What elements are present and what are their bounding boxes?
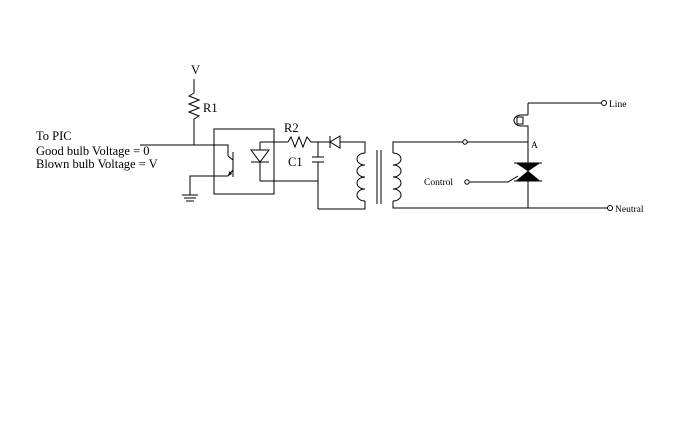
secondary-return-wire — [318, 201, 366, 210]
resistor-r1-label: R1 — [203, 101, 218, 115]
resistor-r1 — [187, 92, 201, 145]
optocoupler-led-icon — [250, 142, 270, 181]
resistor-r2-label: R2 — [284, 121, 299, 135]
supply-voltage-label: V — [191, 63, 200, 77]
line-label: Line — [609, 100, 626, 110]
node-a-label: A — [531, 141, 538, 151]
ground-icon — [182, 194, 198, 202]
node-a-left-terminal — [462, 139, 468, 145]
line-terminal[interactable] — [601, 100, 607, 106]
pic-note-line2: Good bulb Voltage = 0 — [36, 144, 150, 158]
transformer-primary-coil — [356, 152, 366, 202]
pic-note-line3: Blown bulb Voltage = V — [36, 157, 158, 171]
capacitor-c1 — [312, 142, 324, 209]
bulb-icon — [513, 103, 529, 142]
diode-icon — [329, 135, 341, 149]
gate-wire — [470, 175, 519, 183]
capacitor-c1-label: C1 — [288, 155, 303, 169]
transformer-bottom-wire — [392, 201, 607, 209]
control-label: Control — [424, 178, 453, 188]
transformer-secondary-coil — [392, 152, 402, 202]
pic-note-line1: To PIC — [36, 129, 72, 143]
transformer-core — [376, 150, 382, 204]
transformer-top-wire — [392, 141, 463, 153]
neutral-label: Neutral — [615, 205, 644, 215]
emitter-wire — [189, 175, 228, 195]
triac-icon — [514, 142, 542, 208]
phototransistor-icon — [227, 152, 234, 177]
optocoupler-package — [213, 128, 275, 195]
neutral-terminal[interactable] — [607, 205, 613, 211]
diode-wire-right — [340, 141, 366, 153]
resistor-r2 — [287, 135, 318, 149]
control-terminal[interactable] — [464, 179, 470, 185]
pic-input-wire — [140, 144, 229, 156]
